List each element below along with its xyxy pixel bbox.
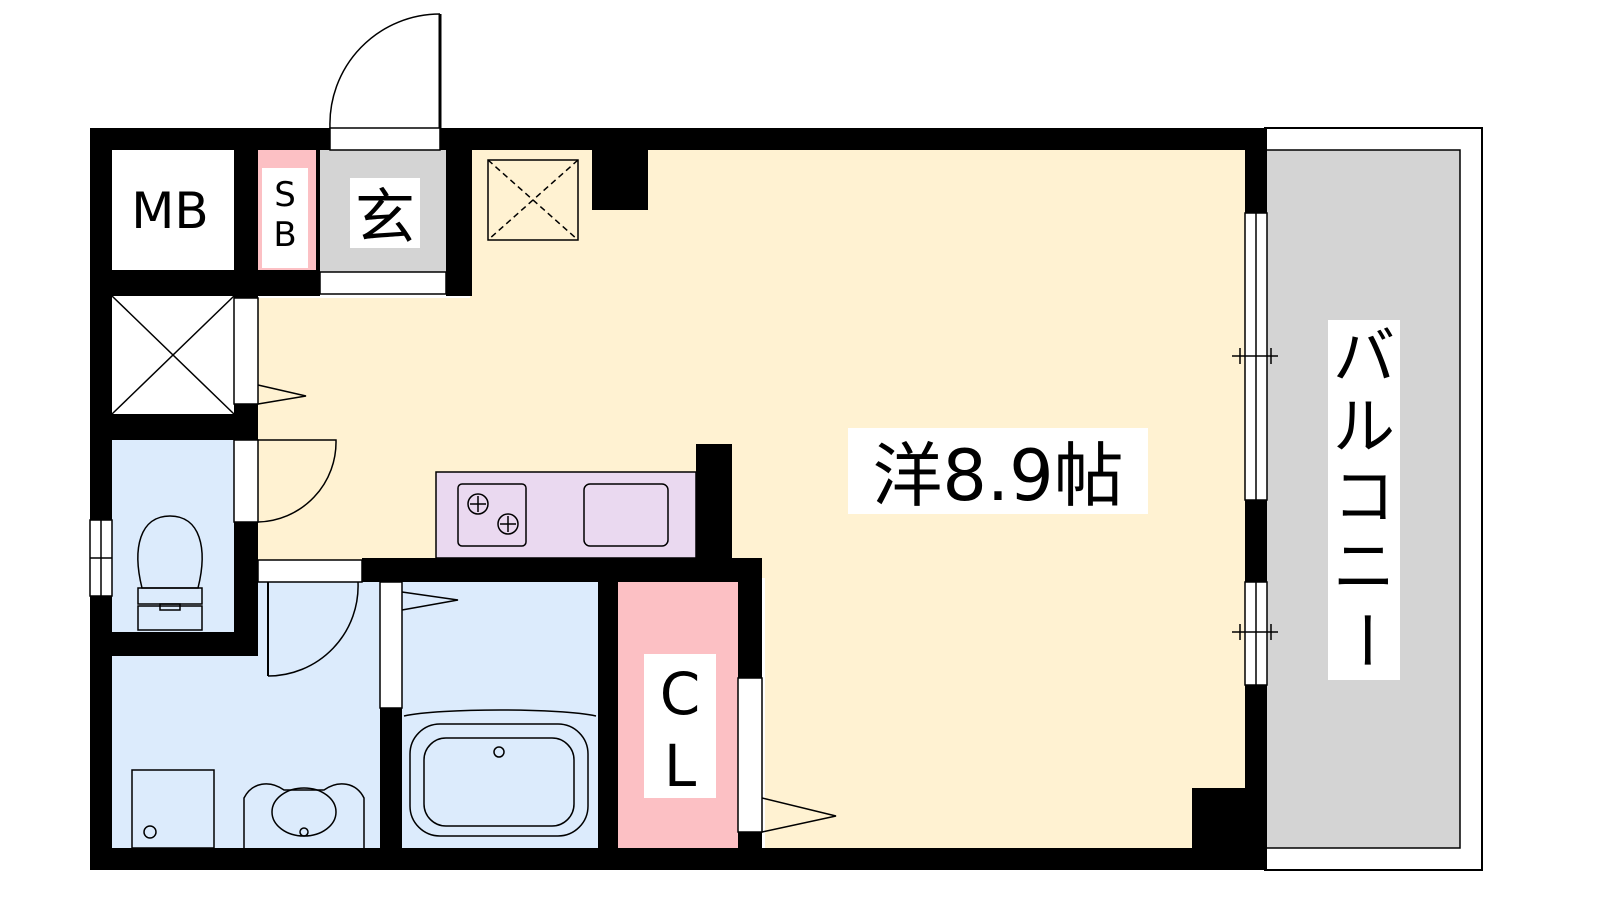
corner-pillar [1192,788,1247,850]
wall-closet-right [738,558,762,678]
outer-wall-top [90,128,1265,150]
balcony-label-2: ル [1333,390,1395,463]
right-wall-top [1245,128,1267,213]
top-pillar [592,150,648,210]
doors [233,13,837,833]
washbasin-icon [243,783,365,848]
wall-closet-right-low [738,832,762,870]
outer-wall-left [90,128,112,870]
labels: MB S B 玄 洋8.9帖 C L バ ル コ ニ ー [131,168,1402,800]
wall-kitchen-end [696,444,732,582]
meter-box-label: MB [131,182,208,240]
closet-label-bottom: L [664,732,696,800]
front-door-arc [329,13,441,129]
right-wall-middle [1245,500,1267,582]
storage-x-2 [111,295,235,415]
balcony-label-3: コ [1333,460,1395,533]
washroom-door-arc [267,581,359,677]
washroom-floor [112,582,380,848]
kitchen-counter [435,471,697,559]
wall-kitchen-bottom [362,558,762,582]
fixtures [111,159,669,849]
kitchen-sink-icon [583,483,669,547]
toilet-door-arc [257,439,337,523]
meter-box-floor [112,150,234,270]
toilet-room-floor [112,440,234,632]
wall-under-mb [90,270,320,296]
wall-bath-left [380,708,402,870]
wall-under-toilet [90,632,258,656]
stove-icon [457,483,527,547]
bathroom-floor [402,582,598,848]
wall-under-storage [90,414,258,440]
entrance-label: 玄 [355,183,415,253]
storage-door [233,297,259,405]
bathtub-icon [403,709,597,837]
entrance-step [319,271,447,295]
western-room-floor [258,150,1245,848]
front-door-frame [329,127,441,151]
windows [90,212,1278,686]
wall-bath-right [598,582,618,870]
wall-sb-right [316,150,320,270]
right-wall-bottom [1245,685,1267,870]
outer-wall-bottom [90,848,1265,870]
balcony-label-5: ー [1329,609,1402,671]
toilet-icon [137,515,203,631]
balcony-label-1: バ [1333,320,1395,393]
room-fills [112,127,1483,871]
shoe-box-label-top: S [274,175,296,215]
balcony-label-4: ニ [1333,530,1395,603]
shoe-box-label-bottom: B [273,215,296,255]
wall-entrance-right [446,128,472,296]
closet-label-top: C [660,660,701,728]
washing-machine-space [131,769,215,849]
fridge-space [487,159,579,241]
western-room-label: 洋8.9帖 [872,435,1123,517]
wall-mb-right [234,128,258,298]
